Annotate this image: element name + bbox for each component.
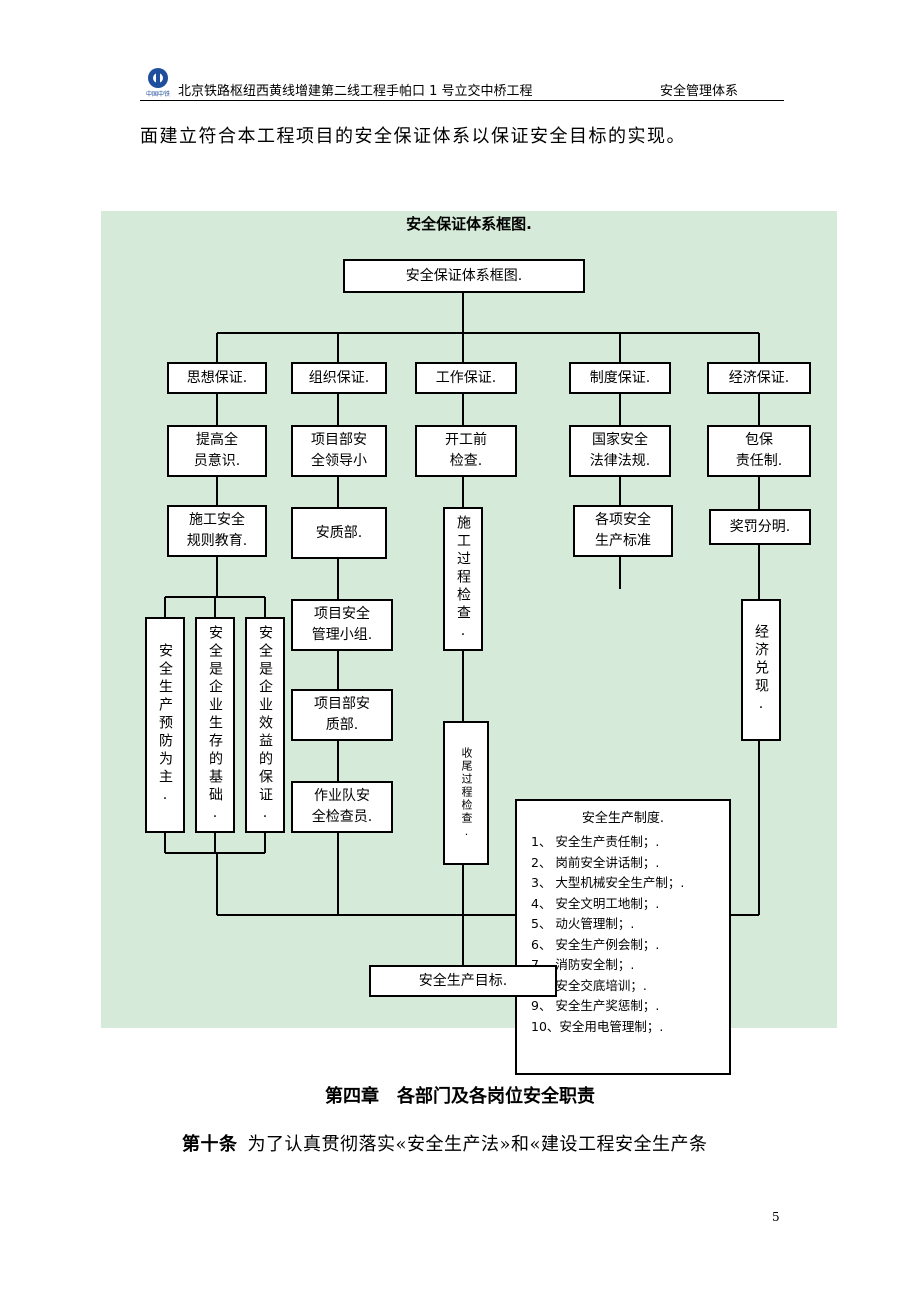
- article-text: 为了认真贯彻落实«安全生产法»和«建设工程安全生产条: [247, 1134, 708, 1155]
- thought-pillar-benefit: 安全是企业效益的保证.: [245, 617, 285, 833]
- system-item: 6、 安全生产例会制；.: [531, 936, 660, 952]
- level3-work: 施工过程检查.: [443, 507, 483, 651]
- article-paragraph: 第十条为了认真贯彻落实«安全生产法»和«建设工程安全生产条: [182, 1130, 708, 1156]
- company-logo-icon: 中国中铁: [146, 68, 170, 98]
- work-final-check: 收尾过程检查.: [443, 721, 489, 865]
- diagram-title: 安全保证体系框图.: [406, 215, 532, 233]
- chapter-heading: 第四章 各部门及各岗位安全职责: [325, 1086, 595, 1107]
- page-number: 5: [772, 1210, 780, 1224]
- intro-paragraph: 面建立符合本工程项目的安全保证体系以保证安全目标的实现。: [140, 126, 686, 147]
- header-title: 北京铁路枢纽西黄线增建第二线工程手帕口 1 号立交中桥工程: [178, 84, 533, 99]
- level3-organization: 安质部.: [291, 507, 387, 559]
- system-item: 8、 安全交底培训；.: [531, 977, 647, 993]
- thought-pillar-survival: 安全是企业生存的基础.: [195, 617, 235, 833]
- level3-system: 各项安全 生产标准: [573, 505, 673, 557]
- level3-economic: 奖罚分明.: [709, 509, 811, 545]
- system-item: 5、 动火管理制；.: [531, 916, 635, 931]
- goal-box: 安全生产目标.: [369, 965, 557, 997]
- system-item: 9、 安全生产奖惩制；.: [531, 998, 660, 1013]
- category-economic: 经济保证.: [707, 362, 811, 394]
- header-rule: [140, 100, 784, 101]
- level2-economic: 包保 责任制.: [707, 425, 811, 477]
- category-system: 制度保证.: [569, 362, 671, 394]
- system-list-box: 安全生产制度. 1、 安全生产责任制；. 2、 岗前安全讲话制；. 3、 大型机…: [515, 799, 731, 1075]
- system-item: 2、 岗前安全讲话制；.: [531, 854, 660, 870]
- svg-text:中国中铁: 中国中铁: [146, 90, 170, 98]
- category-organization: 组织保证.: [291, 362, 387, 394]
- system-item: 10、安全用电管理制；.: [531, 1018, 664, 1034]
- system-item: 3、 大型机械安全生产制；.: [531, 875, 685, 890]
- category-thought: 思想保证.: [167, 362, 267, 394]
- page-header: 中国中铁 北京铁路枢纽西黄线增建第二线工程手帕口 1 号立交中桥工程 安全管理体…: [140, 62, 784, 102]
- org-quality-dept: 项目部安 质部.: [291, 689, 393, 741]
- org-safety-group: 项目安全 管理小组.: [291, 599, 393, 651]
- level2-thought: 提高全 员意识.: [167, 425, 267, 477]
- level2-system: 国家安全 法律法规.: [569, 425, 671, 477]
- thought-pillar-prevention: 安全生产预防为主.: [145, 617, 185, 833]
- org-team-inspector: 作业队安 全检查员.: [291, 781, 393, 833]
- root-box: 安全保证体系框图.: [343, 259, 585, 293]
- level2-work: 开工前 检查.: [415, 425, 517, 477]
- economic-fulfillment: 经济兑现.: [741, 599, 781, 741]
- header-section: 安全管理体系: [660, 84, 739, 99]
- level2-organization: 项目部安 全领导小: [291, 425, 387, 477]
- level3-thought: 施工安全 规则教育.: [167, 505, 267, 557]
- system-item: 7、 消防安全制；.: [531, 957, 635, 972]
- system-item: 4、 安全文明工地制；.: [531, 895, 660, 911]
- system-item: 1、 安全生产责任制；.: [531, 834, 660, 849]
- safety-system-diagram: 安全保证体系框图. 安全保证体系框图. 思想保证. 组织保证. 工作保证. 制度…: [101, 211, 837, 1075]
- system-list-title: 安全生产制度.: [581, 811, 665, 826]
- article-label: 第十条: [182, 1134, 238, 1155]
- category-work: 工作保证.: [415, 362, 517, 394]
